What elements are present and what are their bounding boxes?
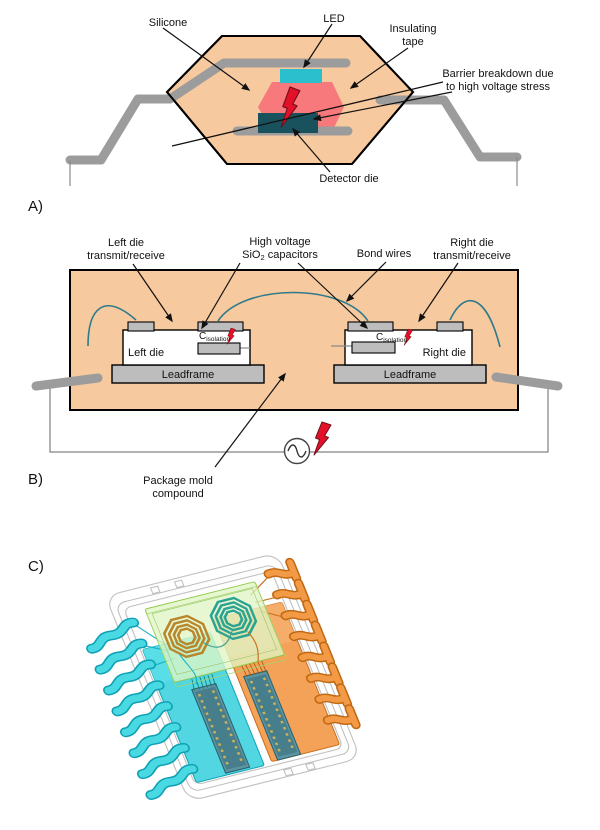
coil-link-wire (203, 631, 233, 648)
detector-die-arrow (292, 127, 331, 173)
right-die-3d (243, 670, 302, 761)
left-die-tr-arrow (132, 263, 173, 323)
left-lead-stub (31, 373, 103, 391)
hv-cap-arrow-left (201, 262, 241, 330)
left-capacitor (197, 342, 241, 355)
hv-sub: 2 (260, 253, 264, 262)
circuit-wire-right (309, 384, 549, 453)
label-silicone: Silicone (149, 17, 188, 29)
mold-gate-tab-4 (305, 762, 316, 771)
coil-tail-wire-right (247, 631, 259, 663)
bond-wire-right (449, 300, 501, 348)
isolation-board-edge (147, 586, 287, 688)
right-die-text: Right die (423, 347, 466, 359)
panel-c-tag: C) (28, 558, 44, 575)
hv-capacitors: capacitors (265, 249, 319, 261)
right-die-tr-arrow (418, 262, 459, 323)
ac-sine-icon (287, 444, 307, 458)
label-package-mold-1: Package mold (143, 475, 213, 487)
breakdown-path-line (171, 81, 444, 147)
label-led: LED (323, 13, 344, 25)
right-die-assembly: Cisolation Right die Leadframe (331, 321, 487, 384)
package-outline-overlay (165, 35, 415, 165)
barrier-arrow (312, 91, 453, 122)
left-bond-wire-fan (191, 673, 216, 691)
mold-gate-tab-1 (149, 585, 161, 595)
leadframe-left-lead (65, 58, 351, 165)
label-hv-2: SiO2 capacitors (242, 249, 318, 262)
left-die-pad-1 (127, 321, 155, 332)
led-arrow (303, 23, 333, 69)
left-die-pad-2 (197, 321, 244, 332)
label-detector-die: Detector die (319, 173, 378, 185)
isolation-board-trace (151, 588, 278, 675)
label-package-mold-2: compound (152, 488, 203, 500)
leadframe-right-lead (375, 95, 522, 162)
c-symbol: C (376, 332, 383, 343)
led-chip (280, 69, 322, 83)
label-insulating-tape-2: tape (402, 36, 423, 48)
label-right-die-tr-1: Right die (450, 237, 493, 249)
mold-gate-tab-2 (173, 579, 185, 589)
circuit-wire-left (49, 383, 285, 453)
label-right-die-tr-2: transmit/receive (433, 250, 511, 262)
bond-wire-center (217, 291, 369, 322)
silicone-arrow (162, 27, 251, 91)
detector-die-chip (258, 113, 318, 133)
right-capacitor (351, 341, 396, 354)
bond-wires-arrow (345, 261, 387, 303)
hv-cap-arrow-right (297, 262, 369, 330)
panel-a-optocoupler: Silicone LED Insulating tape Barrier bre… (28, 13, 554, 215)
label-hv-1: High voltage (249, 236, 310, 248)
insulating-tape-arrow (349, 47, 409, 89)
right-lead-stub (491, 372, 563, 391)
label-barrier-1: Barrier breakdown due (442, 68, 553, 80)
package-3d-group (73, 555, 368, 809)
c-symbol: C (199, 331, 206, 342)
panel-b-tag: B) (28, 471, 43, 488)
right-c-isolation-label: Cisolation (376, 332, 407, 344)
coil-tail-wire-left (179, 654, 198, 685)
c-subscript: isolation (206, 336, 230, 343)
panel-b-capacitive-isolator: Cisolation Left die Leadframe Cisolation… (28, 236, 563, 500)
right-leadframe-text: Leadframe (384, 369, 437, 381)
left-die-assembly: Cisolation Left die Leadframe (111, 321, 265, 384)
left-leadframe-text: Leadframe (162, 369, 215, 381)
right-die-pad-2 (436, 321, 464, 332)
mold-gate-tab-3 (283, 767, 294, 777)
hv-stress-bolt-icon (313, 421, 332, 456)
label-left-die-tr-1: Left die (108, 237, 144, 249)
label-left-die-tr-2: transmit/receive (87, 250, 165, 262)
left-die-3d (191, 682, 251, 774)
right-bond-wire-fan (240, 659, 267, 677)
panel-c-3d-package: C) (28, 555, 369, 809)
c-subscript: isolation (383, 337, 407, 344)
left-die-text: Left die (128, 347, 164, 359)
bond-wire-left (87, 305, 137, 347)
label-insulating-tape-1: Insulating (389, 23, 436, 35)
right-die-pad-1 (347, 321, 394, 332)
left-c-isolation-label: Cisolation (199, 331, 230, 343)
mold-compound-arrow (214, 372, 286, 468)
hv-sio: SiO (242, 249, 261, 261)
label-bond-wires: Bond wires (357, 248, 412, 260)
label-barrier-2: to high voltage stress (446, 81, 550, 93)
panel-a-tag: A) (28, 198, 43, 215)
